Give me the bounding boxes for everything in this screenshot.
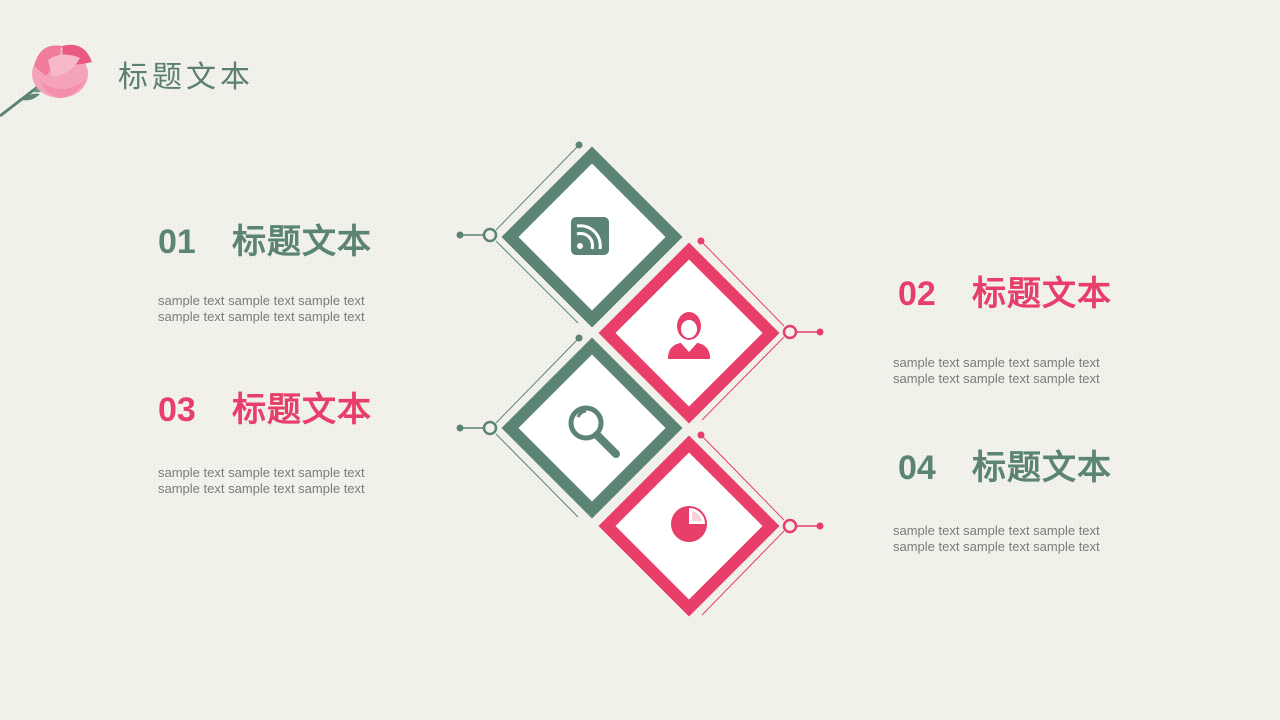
item-number: 02 [898, 275, 936, 313]
item-body: sample text sample text sample text samp… [158, 293, 418, 325]
item-01: 01 标题文本 sample text sample text sample t… [158, 214, 418, 325]
connector-03 [456, 334, 583, 518]
person-icon [668, 312, 710, 359]
connector-01 [456, 141, 583, 324]
diamond-03 [501, 337, 683, 519]
item-body: sample text sample text sample text samp… [893, 355, 1153, 387]
item-number: 04 [898, 449, 936, 487]
item-body-line: sample text sample text sample text [158, 481, 365, 496]
item-body-line: sample text sample text sample text [158, 465, 365, 480]
item-03: 03 标题文本 sample text sample text sample t… [158, 382, 418, 497]
connector-04 [697, 431, 824, 616]
item-body-line: sample text sample text sample text [158, 309, 365, 324]
item-title: 标题文本 [232, 223, 372, 261]
page-title: 标题文本 [118, 60, 254, 95]
item-02: 02 标题文本 sample text sample text sample t… [893, 266, 1153, 387]
pie-chart-icon [671, 506, 707, 542]
item-body-line: sample text sample text sample text [893, 355, 1100, 370]
diamond-diagram [456, 141, 824, 617]
rose-decoration [0, 44, 92, 118]
item-number: 03 [158, 391, 196, 429]
item-title: 标题文本 [972, 275, 1112, 313]
item-body-line: sample text sample text sample text [158, 293, 365, 308]
connector-02 [697, 237, 824, 421]
item-04: 04 标题文本 sample text sample text sample t… [893, 440, 1153, 555]
item-number: 01 [158, 223, 196, 261]
item-body-line: sample text sample text sample text [893, 371, 1100, 386]
rss-icon [571, 217, 609, 255]
item-title: 标题文本 [232, 391, 372, 429]
item-title: 标题文本 [972, 449, 1112, 487]
item-body: sample text sample text sample text samp… [158, 465, 418, 497]
item-body-line: sample text sample text sample text [893, 523, 1100, 538]
item-body-line: sample text sample text sample text [893, 539, 1100, 554]
item-body: sample text sample text sample text samp… [893, 523, 1153, 555]
magnifier-icon [568, 405, 620, 458]
